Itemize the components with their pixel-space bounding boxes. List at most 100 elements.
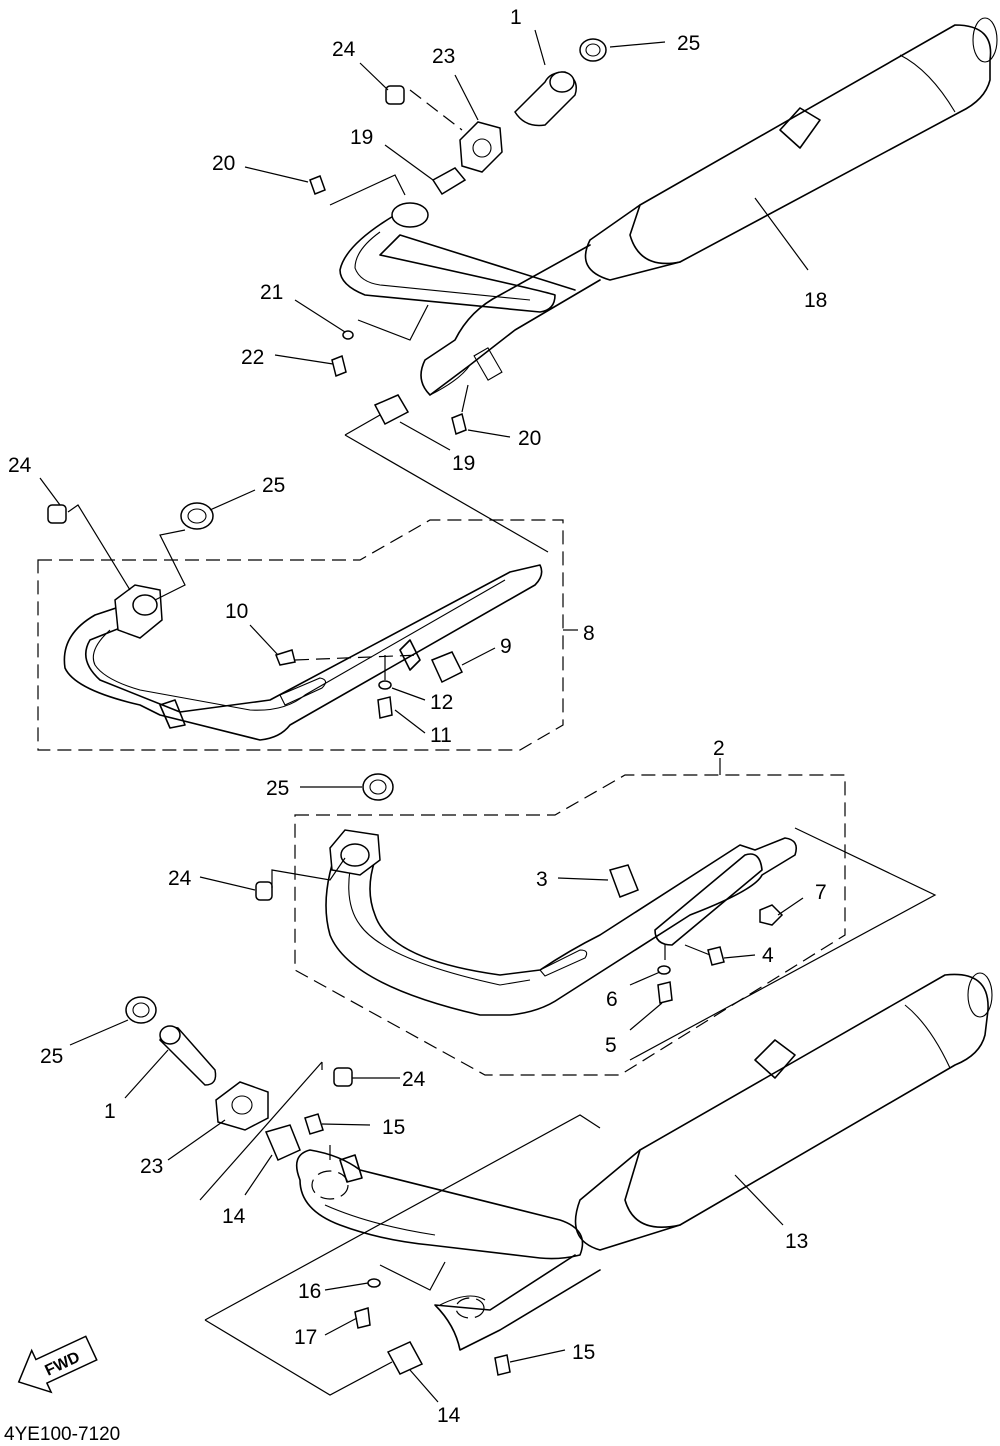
joint-part-1-top-end [549, 71, 575, 93]
callout-6: 6 [606, 988, 618, 1011]
callout-11: 11 [430, 724, 452, 747]
callout-labels: 1 25 24 23 19 20 18 21 22 20 19 24 25 8 … [8, 6, 827, 1427]
washer-16 [367, 1278, 381, 1288]
callout-25-top: 25 [677, 32, 700, 55]
muffler-13-body [624, 973, 989, 1229]
gasket-25-left [180, 502, 214, 530]
callout-9: 9 [500, 635, 512, 658]
callout-19-top: 19 [350, 126, 373, 149]
callout-10: 10 [225, 600, 248, 623]
upper-joint-pipe-edge [429, 364, 471, 396]
bolt-15-upper [304, 1113, 324, 1135]
callout-1-bottom: 1 [104, 1100, 116, 1123]
upper-muffler-assembly [339, 17, 998, 396]
pipe-8-inner [92, 579, 506, 711]
callout-25-bottom: 25 [40, 1045, 63, 1068]
callout-1-top: 1 [510, 6, 522, 29]
lower-joint-pipe [434, 1254, 601, 1351]
callout-25-left: 25 [262, 474, 285, 497]
upper-joint-pipe [420, 244, 601, 396]
pipe-8-clamp [159, 699, 186, 729]
callout-15-upper: 15 [382, 1116, 405, 1139]
callout-2: 2 [713, 737, 725, 760]
gasket-25-mid [362, 773, 394, 801]
gasket-14-lower [386, 1341, 424, 1375]
muffler-18-end-cap [899, 54, 956, 113]
top-small-parts [309, 38, 607, 436]
nut-24-mid [255, 881, 273, 901]
callout-8: 8 [583, 622, 595, 645]
bottom-leader-lines [69, 1019, 784, 1403]
bolt-11 [377, 696, 393, 719]
callout-24-left: 24 [8, 454, 32, 477]
lower-joint-pipe-hole [455, 1297, 485, 1319]
muffler-18-bracket [779, 107, 821, 149]
callout-19-mid: 19 [452, 452, 475, 475]
assembly-8 [37, 477, 578, 751]
muffler-18-cone [584, 204, 681, 281]
callout-23-bottom: 23 [140, 1155, 163, 1178]
washer-6 [657, 965, 671, 975]
nut-24-bottom [333, 1067, 353, 1087]
callout-3: 3 [536, 868, 548, 891]
muffler-13-tail [967, 972, 993, 1018]
muffler-13-bracket [754, 1039, 796, 1079]
callout-25-mid: 25 [266, 777, 289, 800]
top-leader-lines [244, 29, 809, 553]
pipe-8-body [63, 564, 543, 741]
fwd-arrow-shape [17, 1335, 98, 1394]
upper-exhaust-pipe-clamp [473, 347, 503, 381]
bolt-15-lower [494, 1354, 511, 1376]
assembly-2 [199, 758, 937, 1076]
gasket-19-top [431, 167, 467, 196]
nut-24-left [47, 504, 67, 524]
gasket-25-left-inner [187, 508, 207, 524]
muffler-18-body [629, 24, 992, 265]
pipe-2-body [325, 837, 798, 1016]
callout-22: 22 [241, 346, 264, 369]
gasket-25-mid-inner [369, 779, 387, 795]
joint-part-1-bottom-end [159, 1025, 181, 1045]
muffler-13-cone [574, 1149, 681, 1251]
nut-24-top [385, 85, 405, 105]
assembly-2-boundary [294, 774, 846, 1076]
flange-23-bottom [215, 1081, 269, 1131]
gasket-19-mid [373, 394, 410, 426]
lower-exhaust-pipe [295, 1149, 584, 1260]
callout-5: 5 [605, 1034, 617, 1057]
pipe-8-slot [279, 677, 327, 706]
callout-23-top: 23 [432, 45, 455, 68]
bolt-17 [354, 1307, 371, 1329]
gasket-9 [430, 651, 464, 684]
callout-13: 13 [785, 1230, 808, 1253]
pipe-8-flange-hole [132, 594, 158, 616]
bolt-20-mid [451, 412, 467, 436]
lower-joint-pipe-clamp [339, 1154, 363, 1183]
upper-exhaust-pipe-inner [354, 231, 531, 301]
callout-20-top: 20 [212, 152, 235, 175]
bolt-10 [275, 649, 296, 666]
gasket-25-bottom [125, 996, 157, 1024]
callout-12: 12 [430, 691, 453, 714]
muffler-13-end-cap [904, 1004, 951, 1069]
muffler-18-tail [972, 17, 998, 63]
callout-21: 21 [260, 281, 283, 304]
upper-exhaust-pipe-inlet [391, 202, 429, 228]
diagram-code: 4YE100-7120 [4, 1424, 120, 1445]
lower-muffler-assembly [295, 972, 993, 1351]
callout-14-lower: 14 [437, 1404, 461, 1427]
washer-12 [378, 680, 392, 690]
pipe-2-inner [348, 869, 531, 986]
lower-exhaust-pipe-inlet [311, 1170, 349, 1200]
flange-23-top-hole [472, 138, 492, 158]
pipe-8-bracket [399, 639, 421, 671]
bolt-4 [707, 946, 725, 966]
callout-7: 7 [815, 881, 827, 904]
washer-21 [342, 330, 354, 340]
gasket-25-bottom-inner [132, 1002, 150, 1018]
callout-24-bottom: 24 [402, 1068, 426, 1091]
gasket-14-upper [264, 1124, 301, 1161]
forward-direction-arrow: FWD [17, 1335, 98, 1394]
pipe-2-heat-shield [654, 853, 763, 946]
